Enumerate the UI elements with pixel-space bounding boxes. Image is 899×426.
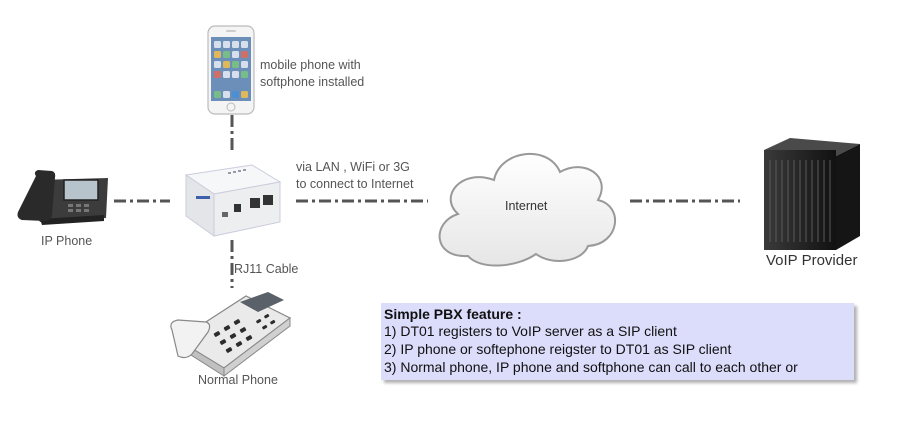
ip-phone-label: IP Phone [41,234,93,248]
mobile-phone-label-line2: softphone installed [260,75,365,89]
voip-provider-label: VoIP Provider [766,252,858,269]
note-line-1: 1) DT01 registers to VoIP server as a SI… [384,323,677,339]
rj11-cable-label: RJ11 Cable [234,262,299,276]
pbx-feature-note: Simple PBX feature : 1) DT01 registers t… [381,303,854,380]
desk-phone-icon [170,292,292,378]
server-icon [764,138,860,250]
connection-label-line1: via LAN , WiFi or 3G [296,160,410,174]
note-title: Simple PBX feature : [384,306,522,322]
connectors [114,115,740,288]
connection-label: via LAN , WiFi or 3G to connect to Inter… [296,159,413,193]
mobile-phone-label-line1: mobile phone with [260,58,361,72]
note-line-2: 2) IP phone or softephone reigster to DT… [384,341,732,357]
normal-phone-label: Normal Phone [198,373,278,387]
cloud-icon [438,152,616,267]
internet-label: Internet [505,199,548,213]
ip-phone-icon [17,170,108,225]
gateway-device-icon [184,164,282,237]
smartphone-icon [207,25,255,115]
mobile-phone-label: mobile phone with softphone installed [260,57,364,91]
note-line-3: 3) Normal phone, IP phone and softphone … [384,359,798,375]
connection-label-line2: to connect to Internet [296,177,414,191]
